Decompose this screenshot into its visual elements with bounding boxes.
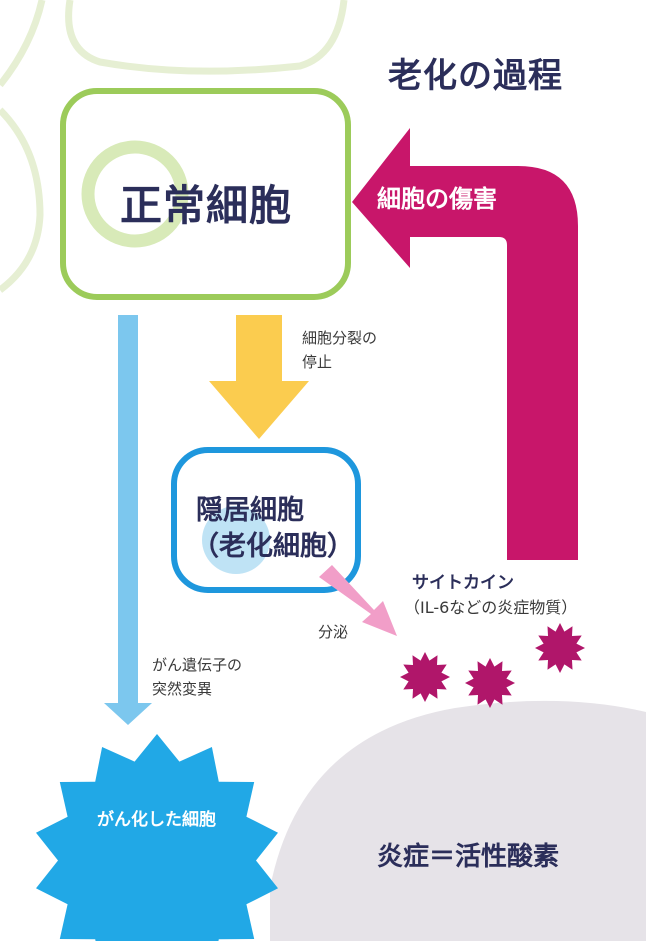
secretion-arrow [319,565,397,636]
division-stop-label-line1: 細胞分裂の [302,329,378,347]
cancer-cell-shape [36,734,278,941]
mutation-label-line1: がん遺伝子の [152,656,243,674]
senescent-cell-nucleus [202,506,270,574]
cytokine-particle [465,658,515,708]
cell-damage-arrow [352,128,578,560]
background-cells [0,0,348,293]
cell-damage-label: 細胞の傷害 [377,185,497,213]
normal-cell-nucleus [81,140,189,248]
inflammation-area [270,700,646,941]
cytokine-label: サイトカイン [412,573,514,593]
secretion-label: 分泌 [318,623,349,641]
senescent-cell-label-line1: 隠居細胞 [196,495,304,526]
cytokine-particle [535,623,585,673]
cytokine-sublabel: （IL-6などの炎症物質） [404,598,578,617]
division-stop-arrow [209,315,309,439]
division-stop-label-line2: 停止 [302,353,333,371]
senescent-cell-label-line2: （老化細胞） [192,531,354,562]
cytokine-particles [400,623,585,708]
cytokine-particle [400,652,450,702]
cancer-cell-label: がん化した細胞 [97,810,216,830]
diagram-title: 老化の過程 [388,56,563,96]
normal-cell-label: 正常細胞 [120,181,293,230]
mutation-label-line2: 突然変異 [152,680,213,698]
inflammation-label: 炎症＝活性酸素 [377,842,560,872]
mutation-arrow [104,315,152,725]
